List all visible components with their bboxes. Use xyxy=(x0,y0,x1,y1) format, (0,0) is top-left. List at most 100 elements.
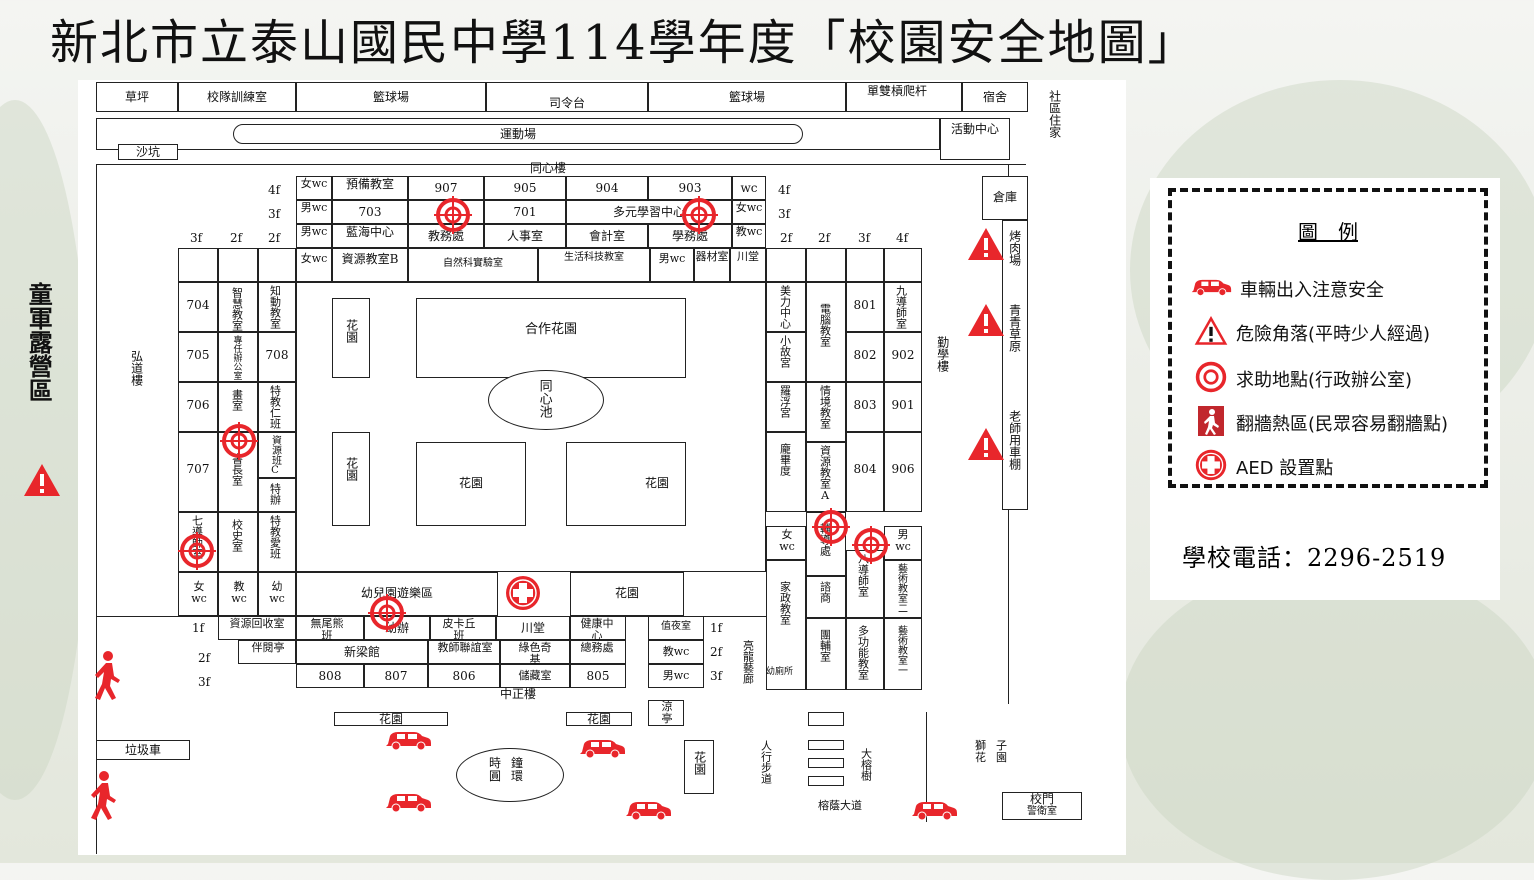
garden-b1: 花園 xyxy=(334,712,448,726)
green-base: 綠色奇基 xyxy=(500,640,570,665)
camping-area: 童軍露營區 xyxy=(20,282,60,496)
room-706: 706 xyxy=(178,382,218,432)
left-diag-3 xyxy=(258,248,296,282)
wc-kid: 幼wc xyxy=(258,572,296,616)
path-block-top xyxy=(808,712,844,726)
garden-c2: 花園 xyxy=(566,442,686,526)
room-907: 907 xyxy=(408,176,484,200)
garden-l1: 花園 xyxy=(332,298,370,378)
legend-label: 危險角落(平時少人經過) xyxy=(1236,324,1431,345)
camping-area-label: 童軍露營區 xyxy=(24,282,54,402)
zhongzheng-label: 中正樓 xyxy=(499,687,536,701)
school-gate: 校門警衛室 xyxy=(1002,792,1082,820)
room-1f-wc-m: 男wc xyxy=(650,248,694,282)
community-houses: 社區住家 xyxy=(1047,90,1062,138)
help-point-icon xyxy=(434,196,472,234)
room-801: 801 xyxy=(846,282,884,332)
right-diag-2 xyxy=(806,248,846,282)
car-icon xyxy=(386,732,431,751)
tech-classroom: 生活科技教室 xyxy=(538,248,650,282)
aed-icon xyxy=(1195,449,1227,481)
lion-garden-label: 獅子花園 xyxy=(975,739,1017,764)
road-label: 榕蔭大道 xyxy=(818,799,862,812)
hall-1f: 川堂 xyxy=(730,248,766,282)
science-lab: 自然科實驗室 xyxy=(408,248,538,282)
legend-item-wall: 翻牆熱區(民眾容易翻牆點) xyxy=(1192,404,1482,440)
legend-item-help: 求助地點(行政辦公室) xyxy=(1192,360,1482,396)
banyan-label: 大榕樹 xyxy=(859,748,873,781)
room-807: 807 xyxy=(364,664,428,688)
help-point-icon xyxy=(220,422,258,460)
legend-item-car: 車輛出入注意安全 xyxy=(1191,270,1482,306)
sandpit: 沙坑 xyxy=(118,144,178,160)
garden-c1: 花園 xyxy=(416,442,526,526)
page-title: 新北市立泰山國民中學114學年度「校園安全地圖」 xyxy=(50,15,1198,71)
basketball-court-1: 籃球場 xyxy=(296,82,486,112)
room-707: 707 xyxy=(178,432,218,512)
command-platform: 司令台 xyxy=(486,82,648,112)
room-705: 705 xyxy=(178,332,218,382)
legend-label: 翻牆熱區(民眾容易翻牆點) xyxy=(1236,414,1449,435)
wc-men-r: 男wc xyxy=(884,526,922,560)
warning-triangle-icon xyxy=(1194,316,1228,345)
car-icon xyxy=(386,794,431,813)
wc-women-l: 女wc xyxy=(178,572,218,616)
path-block-1 xyxy=(808,740,844,750)
coop-garden: 合作花園 xyxy=(416,298,686,378)
hall-bottom: 川堂 xyxy=(496,616,570,640)
storage-room: 儲藏室 xyxy=(500,664,570,688)
car-icon xyxy=(580,740,625,759)
room-4f-wc: 女wc xyxy=(296,176,332,200)
garden-k: 花園 xyxy=(570,572,684,616)
garden-l2: 花園 xyxy=(332,432,370,526)
youth-lawn-label: 青青草原 xyxy=(1007,304,1022,352)
tutoring: 團輔室 xyxy=(806,618,846,690)
help-point-icon xyxy=(680,196,718,234)
warning-triangle-icon xyxy=(968,228,1004,260)
clock-circle: 時鐘圓環 xyxy=(456,748,564,802)
beauty-center: 美力中心 xyxy=(766,282,806,332)
home-ec: 家政教室 xyxy=(766,560,806,690)
legend-box: 圖 例 車輛出入注意安全 危險角落(平時少人經過) 求助地點(行政辦公室) 翻牆… xyxy=(1168,188,1488,488)
men-wc-b: 男wc xyxy=(648,664,704,688)
staff-office: 專任辦公室 xyxy=(218,332,258,382)
car-icon xyxy=(1191,279,1232,297)
room-2f-wc-r: 教wc xyxy=(732,224,766,248)
car-icon xyxy=(626,802,671,821)
legend-item-aed: AED 設置點 xyxy=(1192,448,1482,484)
room-1f-wc: 女wc xyxy=(296,248,332,282)
car-icon xyxy=(912,802,957,821)
activity-center: 活動中心 xyxy=(940,118,1010,160)
pavilion: 涼亭 xyxy=(648,700,684,726)
room-803: 803 xyxy=(846,382,884,432)
garden-b3: 花園 xyxy=(684,740,714,794)
accounting-office: 會計室 xyxy=(566,224,648,248)
help-point-icon xyxy=(1195,361,1227,393)
kindergarten-play: 幼兒園遊樂區 xyxy=(296,572,498,616)
computer-room: 電腦教室 xyxy=(806,282,846,382)
sidewalk-label: 人行步道 xyxy=(759,740,773,784)
room-903: 903 xyxy=(648,176,732,200)
room-blue-ocean: 藍海中心 xyxy=(332,224,408,248)
help-point-icon xyxy=(178,532,216,570)
counseling: 諮商 xyxy=(806,576,846,618)
aed-icon xyxy=(506,576,540,610)
situational-classroom: 情境教室 xyxy=(806,382,846,442)
room-802: 802 xyxy=(846,332,884,382)
legend-label: 求助地點(行政辦公室) xyxy=(1236,370,1413,391)
special-office: 特辦 xyxy=(258,478,296,512)
room-805: 805 xyxy=(570,664,626,688)
ninth-office: 九導師室 xyxy=(884,282,922,332)
bars-area: 單雙槓爬杆 xyxy=(846,82,962,112)
art-room-2: 藝術教室二 xyxy=(884,560,922,618)
room-708: 708 xyxy=(258,332,296,382)
courtyard xyxy=(296,282,766,572)
teacher-parking-label: 老師用車棚 xyxy=(1007,410,1022,470)
room-806: 806 xyxy=(428,664,500,688)
little-palace: 小故宮 xyxy=(766,332,806,382)
wall-climbing-icon xyxy=(1198,406,1224,436)
trash-truck: 垃圾車 xyxy=(96,740,190,760)
legend-label: 車輛出入注意安全 xyxy=(1240,280,1384,301)
legend-item-warning: 危險角落(平時少人經過) xyxy=(1192,314,1482,350)
special-ed-ren: 特教仁班 xyxy=(258,382,296,432)
